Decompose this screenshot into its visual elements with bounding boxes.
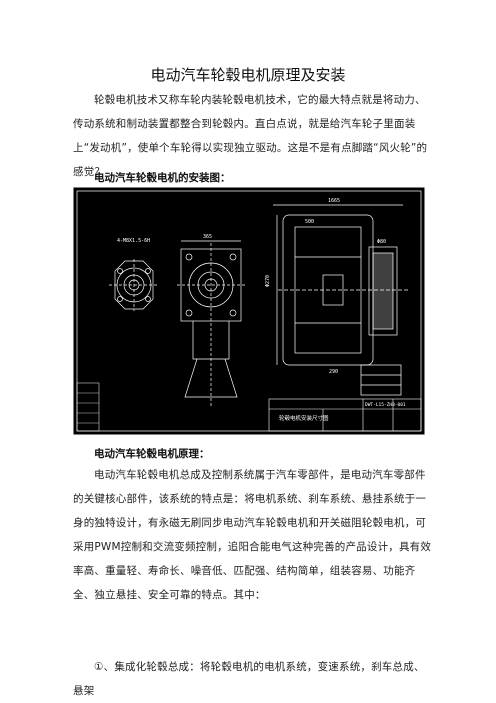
dim-label-b: 290 bbox=[329, 369, 338, 375]
title-block-name: 轮毂电机安装尺寸图 bbox=[279, 414, 329, 422]
dim-label-f: Φ80 bbox=[377, 239, 386, 245]
principle-heading: 电动汽车轮毂电机原理： bbox=[94, 448, 210, 460]
dim-label-c: 365 bbox=[203, 234, 212, 240]
install-heading: 电动汽车轮毂电机的安装图： bbox=[94, 172, 231, 184]
intro-paragraph: 轮毂电机技术又称车轮内装轮毂电机技术，它的最大特点就是将动力、传动系统和制动装置… bbox=[73, 94, 428, 178]
dim-label-top: 1665 bbox=[328, 198, 340, 204]
title-block-code: DWT-L15-ZHB-001 bbox=[365, 402, 406, 408]
dim-label-a: 500 bbox=[305, 219, 314, 225]
principle-paragraph: 电动汽车轮毂电机总成及控制系统属于汽车零部件，是电动汽车零部件的关键核心部件，该… bbox=[73, 469, 432, 601]
dim-label-d: 4-M8X1.5-6H bbox=[117, 238, 150, 244]
list-item-1: ①、集成化轮毂总成：将轮毂电机的电机系统，变速系统，刹车总成、悬架 bbox=[73, 661, 425, 697]
document-title: 电动汽车轮毂电机原理及安装 bbox=[150, 66, 346, 84]
installation-drawing: 4-M8X1.5-6H 365 1665 500 Φ270 Φ80 290 bbox=[73, 187, 425, 435]
dim-label-e: Φ270 bbox=[265, 275, 271, 287]
